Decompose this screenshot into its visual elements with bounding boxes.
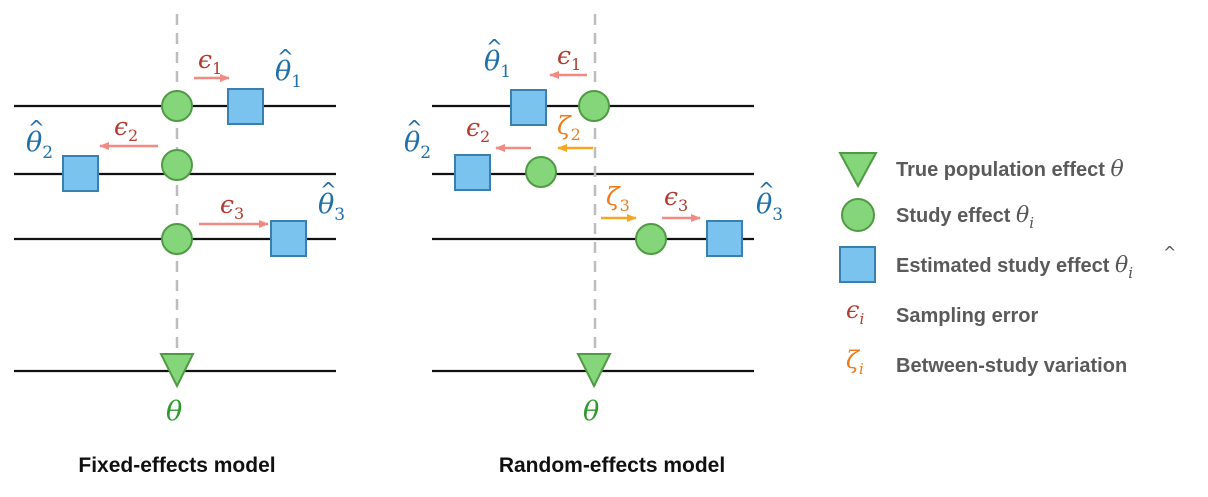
random-effects-panel: ϵ1 θ1 ^ ζ2 ϵ2 θ2 ^ ζ3 ϵ3 θ3 ^ θ Random-e…: [404, 14, 783, 477]
estimated-effect-3: [270, 220, 307, 257]
estimated-effect-2: [62, 155, 99, 192]
study-effect-2: [525, 156, 557, 188]
legend-circle-icon: [841, 198, 875, 232]
theta-hat-label-3: θ3: [318, 189, 345, 225]
legend-true-effect: True population effect θ: [896, 157, 1124, 182]
epsilon-label-3: ϵ3: [664, 182, 688, 215]
legend-estimated-effect: Estimated study effect θi: [896, 253, 1133, 282]
epsilon-label-2: ϵ2: [466, 113, 490, 146]
study-effect-1: [161, 90, 193, 122]
theta-hat-label-2: θ2: [404, 127, 431, 163]
legend-theta-hat-caret: ^: [1163, 243, 1176, 262]
study-effect-3: [635, 223, 667, 255]
estimated-effect-3: [706, 220, 743, 257]
legend-triangle-icon: [838, 152, 878, 189]
theta-hat-caret-2: ^: [406, 116, 423, 140]
estimated-effect-1: [510, 89, 547, 126]
random-effects-title: Random-effects model: [499, 454, 725, 477]
legend-sampling-error: Sampling error: [896, 305, 1038, 327]
theta-hat-caret-3: ^: [320, 178, 337, 202]
legend-zeta-symbol: ζi: [846, 346, 864, 378]
study-effect-1: [578, 90, 610, 122]
theta-hat-label-3: θ3: [756, 189, 783, 225]
theta-hat-label-1: θ1: [275, 56, 302, 92]
fixed-effects-panel: ϵ1 θ1 ^ ϵ2 θ2 ^ ϵ3 θ3 ^ θ Fixed-effects …: [14, 14, 345, 477]
estimated-effect-1: [227, 88, 264, 125]
zeta-label-2: ζ2: [557, 111, 581, 144]
theta-label-fixed: θ: [166, 396, 182, 427]
epsilon-label-3: ϵ3: [220, 190, 244, 223]
estimated-effect-2: [454, 154, 491, 191]
theta-hat-caret-2: ^: [28, 116, 45, 140]
legend: True population effect θ Study effect θi…: [838, 152, 1176, 378]
epsilon-label-2: ϵ2: [114, 112, 138, 145]
epsilon-label-1: ϵ1: [198, 45, 222, 78]
theta-hat-caret-1: ^: [486, 35, 503, 59]
theta-hat-caret-1: ^: [277, 45, 294, 69]
true-effect-triangle: [576, 353, 612, 389]
theta-hat-label-1: θ1: [484, 46, 511, 82]
study-effect-3: [161, 223, 193, 255]
legend-square-icon: [839, 246, 876, 283]
legend-study-effect: Study effect θi: [896, 203, 1034, 232]
theta-hat-caret-3: ^: [758, 178, 775, 202]
study-effect-2: [161, 149, 193, 181]
zeta-label-3: ζ3: [606, 182, 630, 215]
fixed-effects-title: Fixed-effects model: [78, 454, 275, 477]
legend-epsilon-symbol: ϵi: [846, 296, 864, 328]
theta-label-random: θ: [583, 396, 599, 427]
legend-between-study: Between-study variation: [896, 355, 1127, 377]
true-effect-triangle: [159, 353, 195, 389]
theta-hat-label-2: θ2: [26, 127, 53, 163]
epsilon-label-1: ϵ1: [557, 41, 581, 74]
